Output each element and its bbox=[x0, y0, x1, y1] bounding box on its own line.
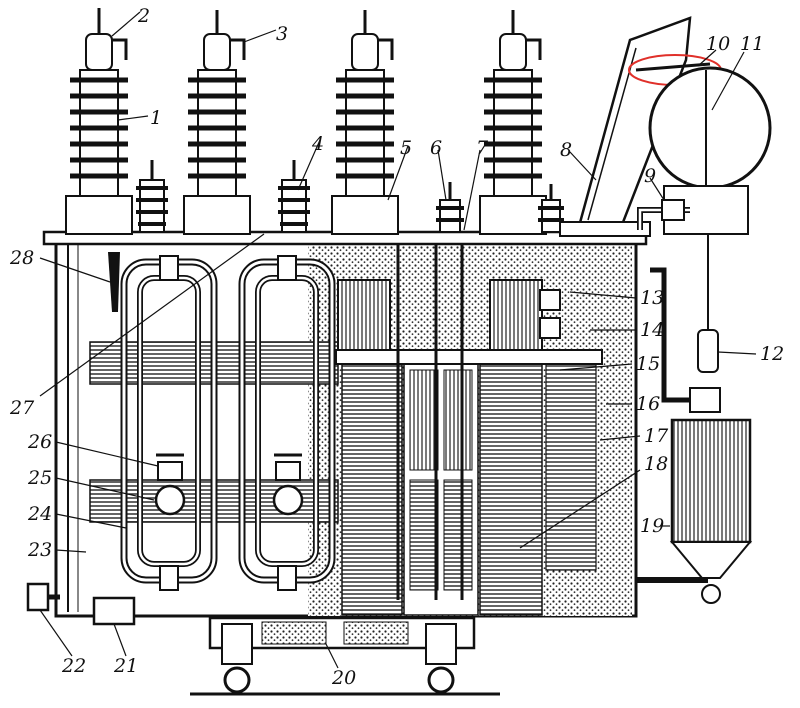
lv-bushing-a bbox=[136, 160, 168, 233]
leader-lines bbox=[39, 11, 757, 669]
label-27: 27 bbox=[9, 397, 35, 419]
thermosiphon-filter bbox=[636, 267, 753, 604]
label-22: 22 bbox=[61, 655, 86, 677]
hv-bushing-d bbox=[479, 10, 547, 235]
hv-bushings bbox=[65, 8, 547, 235]
undercarriage bbox=[190, 616, 500, 696]
label-28: 28 bbox=[9, 247, 34, 269]
radiator-pipes bbox=[120, 255, 336, 591]
hv-bushing-b bbox=[183, 10, 251, 235]
lv-bushing-b bbox=[278, 160, 310, 233]
label-2: 2 bbox=[137, 5, 150, 27]
label-12: 12 bbox=[760, 343, 784, 365]
label-6: 6 bbox=[430, 137, 442, 159]
lv-bushing-d bbox=[538, 184, 564, 233]
lifting-lug bbox=[108, 252, 120, 312]
label-4: 4 bbox=[311, 133, 324, 155]
label-3: 3 bbox=[276, 23, 288, 45]
windings bbox=[335, 349, 603, 616]
radiator-valves bbox=[154, 453, 304, 516]
lv-bushing-c bbox=[436, 182, 464, 233]
oil-gauge bbox=[697, 234, 719, 373]
label-13: 13 bbox=[640, 287, 664, 309]
label-14: 14 bbox=[640, 319, 664, 341]
part-labels: 1 2 3 4 5 6 7 8 9 10 11 12 13 14 15 16 1… bbox=[9, 5, 784, 689]
gas-relay bbox=[661, 199, 685, 221]
hv-bushing-a bbox=[65, 8, 133, 235]
label-16: 16 bbox=[636, 393, 660, 415]
label-26: 26 bbox=[27, 431, 52, 453]
label-7: 7 bbox=[476, 137, 489, 159]
label-11: 11 bbox=[740, 33, 764, 55]
label-10: 10 bbox=[706, 33, 730, 55]
label-8: 8 bbox=[560, 139, 572, 161]
label-21: 21 bbox=[113, 655, 138, 677]
label-5: 5 bbox=[400, 137, 412, 159]
label-18: 18 bbox=[644, 453, 668, 475]
label-24: 24 bbox=[27, 503, 52, 525]
hv-bushing-c bbox=[331, 10, 399, 235]
label-15: 15 bbox=[636, 353, 660, 375]
diaphragm bbox=[635, 62, 711, 72]
label-23: 23 bbox=[27, 539, 52, 561]
exhaust-pipe bbox=[559, 16, 692, 237]
label-25: 25 bbox=[27, 467, 52, 489]
label-17: 17 bbox=[644, 425, 669, 447]
label-19: 19 bbox=[640, 515, 664, 537]
bushing-leads bbox=[337, 244, 561, 600]
label-20: 20 bbox=[331, 667, 356, 689]
drain-valves bbox=[26, 582, 136, 626]
lv-bushings bbox=[136, 160, 564, 233]
label-9: 9 bbox=[644, 165, 656, 187]
label-1: 1 bbox=[150, 107, 162, 129]
